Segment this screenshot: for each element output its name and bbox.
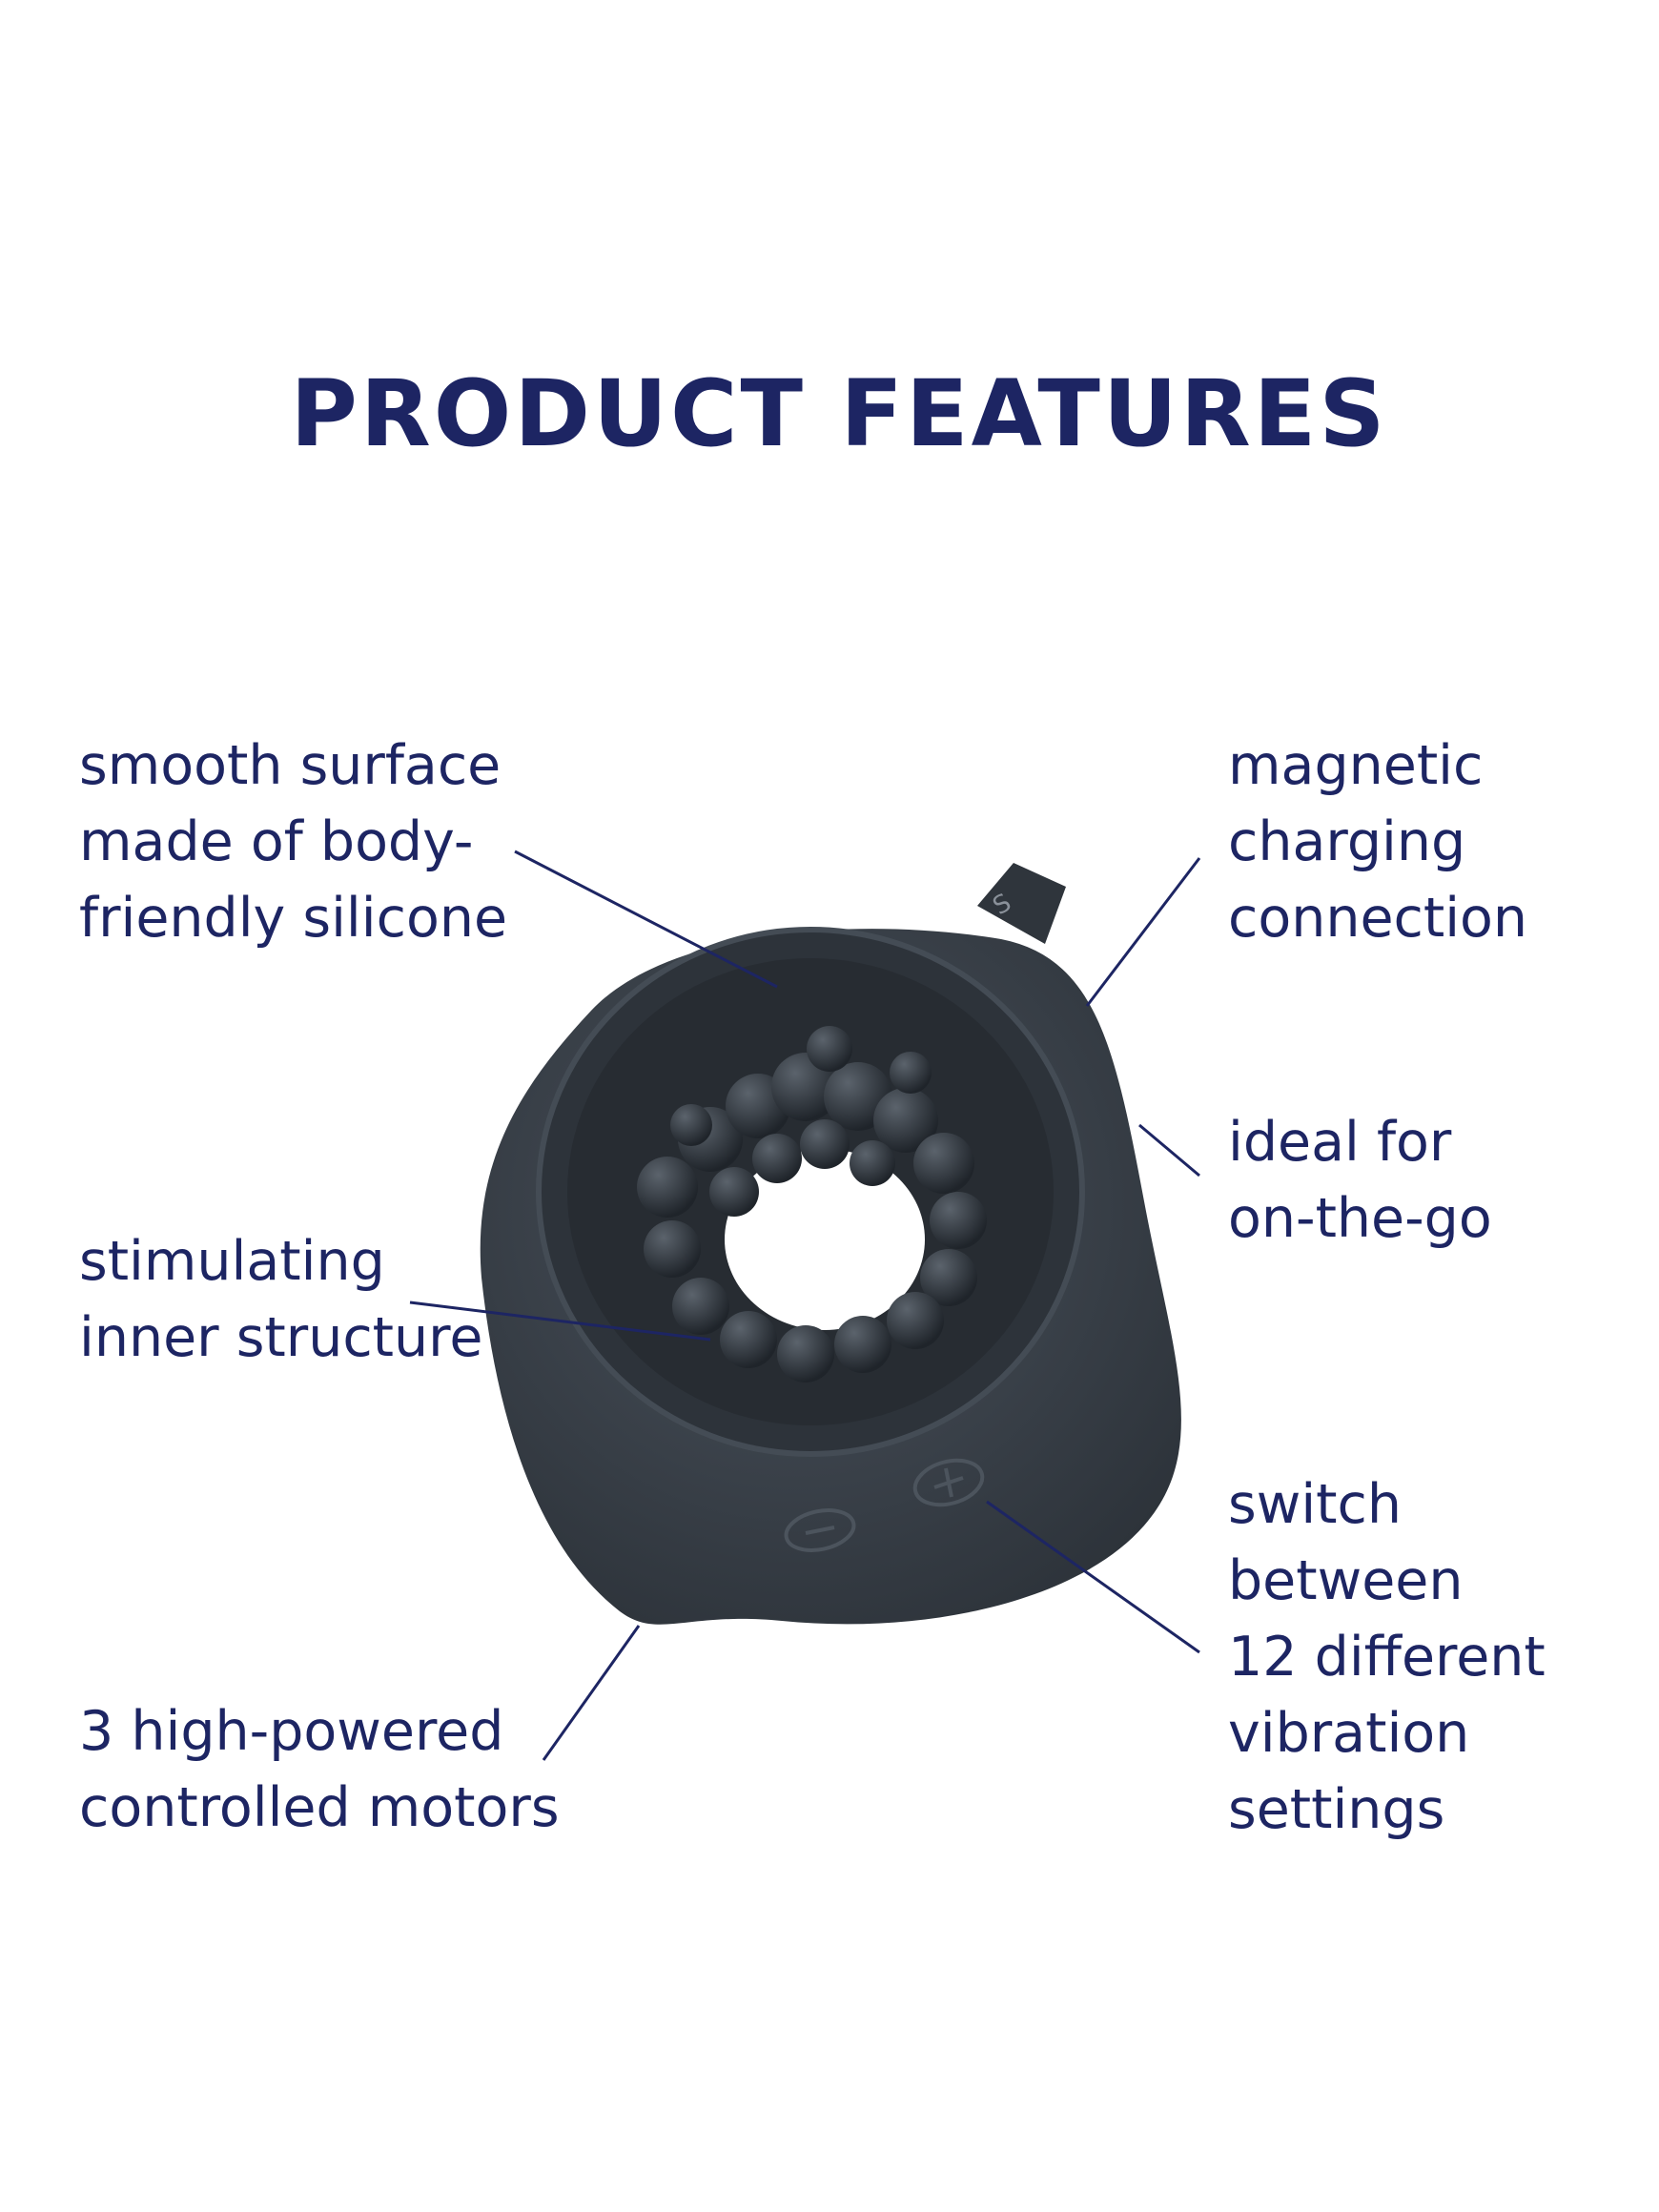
feature-inner-structure: stimulating inner structure [79,1230,483,1369]
feature-on-the-go: ideal for on-the-go [1228,1111,1492,1250]
leader-lines [409,850,1201,1761]
feature-magnetic-charging: magnetic charging connection [1228,734,1528,950]
inner-hole [725,1149,925,1330]
minus-button [784,1508,856,1552]
feature-smooth-surface: smooth surface made of body- friendly si… [79,734,508,950]
inner-beads [637,1026,987,1382]
charging-tab: S [977,863,1066,944]
page-title: PRODUCT FEATURES [290,360,1388,467]
feature-motors: 3 high-powered controlled motors [79,1700,560,1839]
plus-button [912,1458,985,1507]
feature-vibration-settings: switch between 12 different vibration se… [1228,1473,1546,1841]
